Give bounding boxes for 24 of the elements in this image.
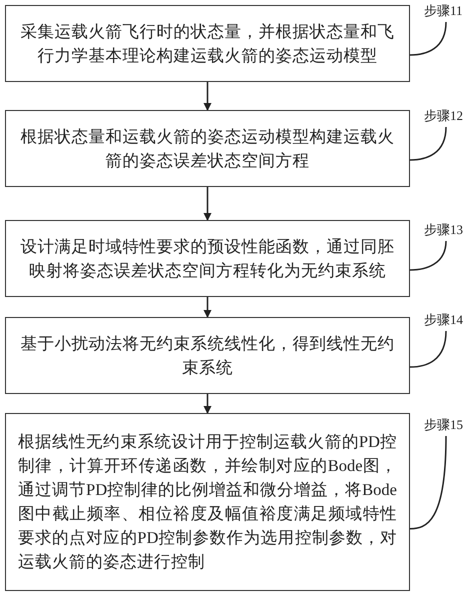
step-description: 根据状态量和运载火箭的姿态运动模型构建运载火箭的姿态误差状态空间方程 bbox=[20, 126, 396, 172]
process-box bbox=[5, 413, 410, 591]
step-label: 步骤13 bbox=[424, 221, 463, 239]
step-description: 设计满足时域特性要求的预设性能函数，通过同胚映射将姿态误差状态空间方程转化为无约束系统 bbox=[20, 236, 396, 282]
process-box bbox=[5, 220, 410, 297]
process-box bbox=[5, 5, 410, 82]
step-description: 采集运载火箭飞行时的状态量，并根据状态量和飞行力学基本理论构建运载火箭的姿态运动模型 bbox=[20, 20, 396, 66]
process-box bbox=[5, 317, 410, 394]
arrow bbox=[204, 82, 212, 111]
process-box bbox=[5, 110, 410, 187]
leader-line bbox=[410, 22, 447, 56]
leader-line bbox=[410, 126, 447, 161]
arrow bbox=[204, 394, 212, 414]
step-description: 基于小扰动法将无约束系统线性化，得到线性无约束系统 bbox=[20, 332, 396, 378]
step-label: 步骤12 bbox=[424, 107, 463, 125]
step-label: 步骤14 bbox=[424, 311, 463, 329]
arrow bbox=[204, 297, 212, 318]
step-description: 根据线性无约束系统设计用于控制运载火箭的PD控制律，计算开环传递函数，并绘制对应的Bode图，通过调节PD控制律的比例增益和微分增益，将Bode图中截止频率、相位裕度及幅值裕度满足频域特性要求的点对应的PD控制参数作为选用控制参数，对运载火箭的姿态进行控制 bbox=[18, 431, 397, 573]
arrow bbox=[204, 187, 212, 221]
step-label: 步骤15 bbox=[424, 416, 463, 434]
leader-line bbox=[410, 240, 447, 271]
leader-line bbox=[410, 330, 447, 368]
leader-line bbox=[410, 436, 447, 530]
step-label: 步骤11 bbox=[424, 2, 463, 20]
